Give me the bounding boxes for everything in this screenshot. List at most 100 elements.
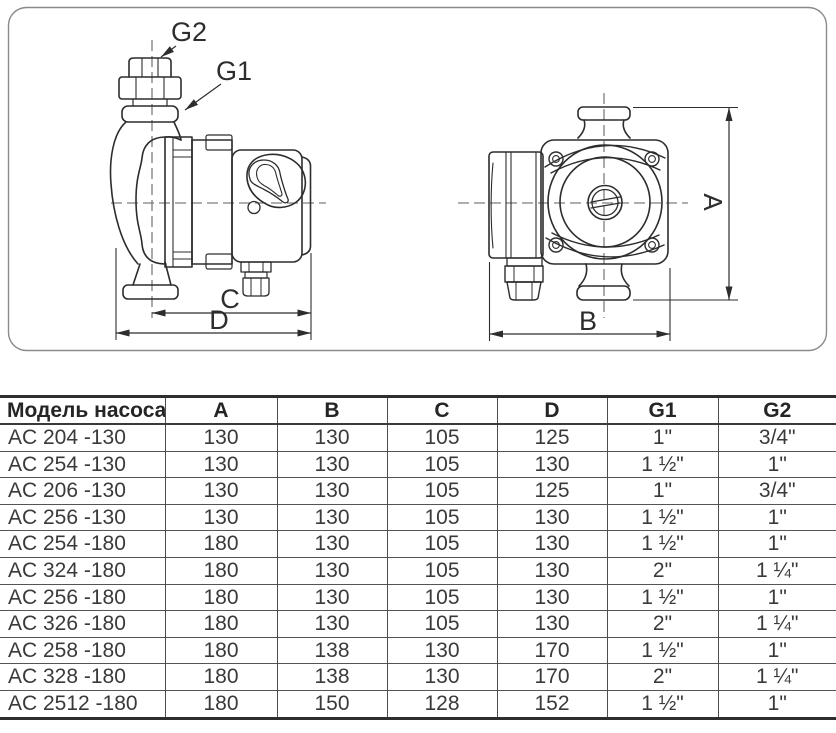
dimension-cell: 128: [386, 689, 497, 720]
model-cell: AC 328 -180: [0, 663, 165, 691]
dimension-cell: 105: [386, 503, 497, 531]
model-cell: AC 324 -180: [0, 556, 165, 585]
dimension-cell: 180: [164, 663, 277, 691]
dimension-cell: 1 ½": [606, 503, 718, 531]
dimension-cell: 105: [386, 610, 497, 638]
table-header-row: Модель насоса A B C D G1 G2: [0, 395, 836, 425]
union-nut-lower: [118, 76, 182, 100]
dimension-cell: 130: [386, 663, 497, 691]
side-view-centerlines: [111, 40, 326, 318]
dimension-cell: 2": [606, 663, 718, 691]
col-header-b: B: [276, 395, 387, 425]
dimension-cell: 130: [276, 450, 387, 478]
dimension-cell: 1 ½": [606, 530, 718, 558]
dimension-cell: 180: [164, 610, 277, 638]
casing-edge: [135, 136, 167, 265]
dimension-cell: 105: [386, 583, 497, 611]
dimension-cell: 138: [276, 636, 387, 664]
dimension-cell: 105: [386, 530, 497, 558]
col-header-d: D: [496, 395, 607, 425]
dimension-cell: 1 ½": [606, 450, 718, 478]
dimension-cell: 130: [496, 583, 607, 611]
col-header-a: A: [164, 395, 277, 425]
dimension-cell: 152: [496, 689, 607, 720]
dimension-cell: 105: [386, 450, 497, 478]
pump-front-view: [488, 106, 669, 301]
dimension-cell: 130: [164, 450, 277, 478]
pump-face-inner: [559, 156, 651, 248]
bottom-flange-side: [122, 284, 179, 300]
col-header-g2: G2: [717, 395, 836, 425]
dimension-cell: 2": [606, 610, 718, 638]
pump-dimensional-drawing: G2 G1 C D: [7, 6, 828, 352]
dimension-cell: 180: [164, 583, 277, 611]
dimension-cell: 1": [606, 477, 718, 505]
dimension-cell: 170: [496, 636, 607, 664]
dimension-cell: 130: [276, 610, 387, 638]
cable-gland-side: [242, 277, 270, 297]
pump-face-outer: [547, 144, 663, 260]
dimension-cell: 130: [496, 530, 607, 558]
dimension-cell: 138: [276, 663, 387, 691]
dimension-cell: 1": [717, 583, 836, 611]
dimension-cell: 1 ¼": [717, 610, 836, 638]
dimension-cell: 1": [717, 636, 836, 664]
dimension-cell: 130: [386, 636, 497, 664]
cable-gland-front: [506, 281, 542, 301]
dimension-cell: 105: [386, 477, 497, 505]
dimension-cell: 125: [496, 477, 607, 505]
model-cell: AC 256 -130: [0, 503, 165, 531]
dimension-cell: 1 ¼": [717, 663, 836, 691]
dimension-cell: 150: [276, 689, 387, 720]
dimension-cell: 170: [496, 663, 607, 691]
dimension-cell: 130: [496, 610, 607, 638]
dimension-cell: 1 ½": [606, 583, 718, 611]
diagram-border: [7, 6, 828, 352]
col-header-c: C: [386, 395, 497, 425]
speed-knob: [246, 153, 307, 209]
front-view-centerlines: [458, 93, 688, 318]
dimension-cell: 130: [164, 423, 277, 452]
dim-label-c: C: [220, 284, 240, 314]
dimension-cell: 105: [386, 556, 497, 585]
col-header-g1: G1: [606, 395, 718, 425]
top-port-flange: [577, 106, 631, 121]
dimension-cell: 130: [276, 477, 387, 505]
dimension-cell: 105: [386, 423, 497, 452]
dimension-cell: 180: [164, 556, 277, 585]
volute-outline: [109, 121, 139, 265]
dimension-cell: 1": [717, 450, 836, 478]
leader-g1: [184, 83, 222, 111]
model-cell: AC 326 -180: [0, 610, 165, 638]
col-header-model: Модель насоса: [0, 395, 165, 425]
dimension-cell: 130: [496, 556, 607, 585]
pump-body-plate: [540, 139, 669, 265]
dimension-cell: 1": [606, 423, 718, 452]
dimension-cell: 130: [276, 503, 387, 531]
dim-label-g1: G1: [216, 56, 252, 86]
dimension-cell: 130: [496, 503, 607, 531]
leader-g2: [160, 45, 177, 58]
dimension-cell: 130: [276, 556, 387, 585]
dimension-cell: 1 ½": [606, 636, 718, 664]
dimension-cell: 1": [717, 689, 836, 720]
dimension-cell: 180: [164, 689, 277, 720]
model-cell: AC 254 -180: [0, 530, 165, 558]
model-cell: AC 254 -130: [0, 450, 165, 478]
dim-label-b: B: [579, 306, 597, 336]
dim-label-d: D: [209, 305, 229, 335]
dimension-cell: 130: [276, 530, 387, 558]
dimension-cell: 125: [496, 423, 607, 452]
bottom-port-flange: [576, 285, 631, 301]
